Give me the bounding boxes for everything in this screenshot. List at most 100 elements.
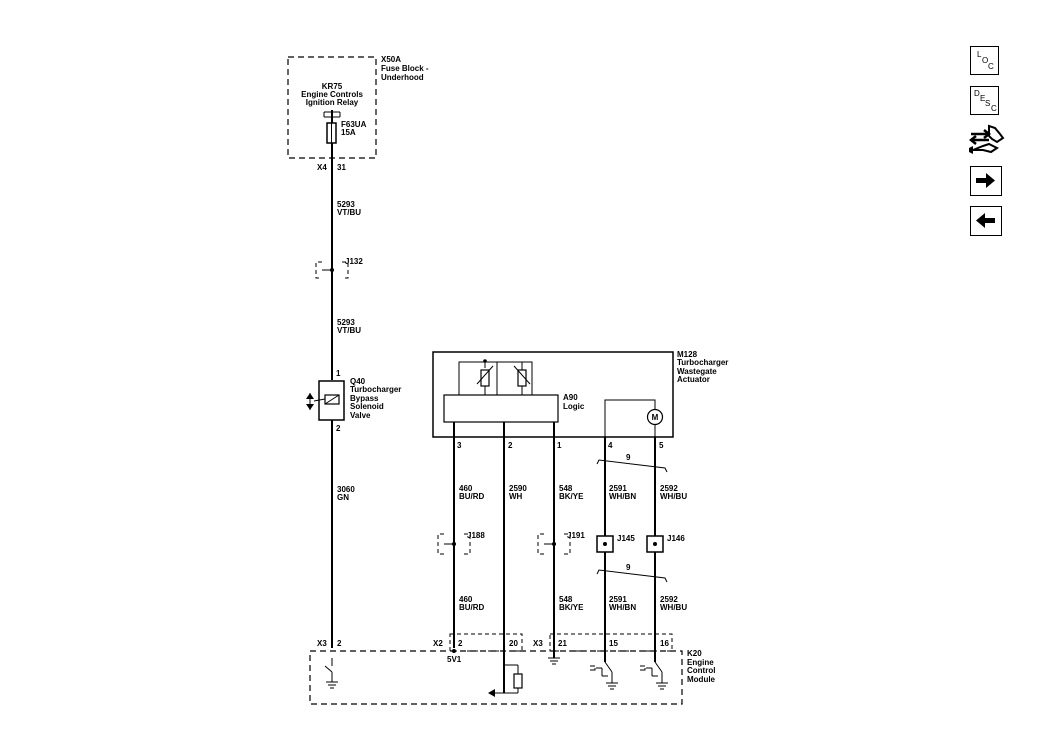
- desc-letter-c: C: [991, 104, 997, 113]
- valve-line2: Bypass: [350, 394, 379, 403]
- ecm-bypass-switch-icon: [324, 658, 338, 689]
- actuator-line3: Actuator: [677, 375, 710, 384]
- wire-bottom-1-color: BU/RD: [459, 603, 485, 612]
- logic-name: Logic: [563, 402, 585, 411]
- fuse-block-id: X50A: [381, 55, 401, 64]
- relay-contact-icon: [323, 110, 341, 123]
- wire-bottom-1-circuit: 460: [459, 595, 473, 604]
- ecm-x2-conn: X2: [433, 639, 443, 648]
- wire-5293-circuit-a: 5293: [337, 200, 355, 209]
- loc-letter-c: C: [988, 62, 994, 71]
- wire-5293-color-b: VT/BU: [337, 326, 361, 335]
- ecm-x2-pin-a: 2: [458, 639, 463, 648]
- ecm-line3: Module: [687, 675, 716, 684]
- ecm-x2-pin-b: 20: [509, 639, 518, 648]
- ecm-line2: Control: [687, 666, 715, 675]
- actuator-id: M128: [677, 350, 698, 359]
- splice-j132-label: J132: [345, 257, 363, 266]
- ecm-x3b-pin-c: 16: [660, 639, 669, 648]
- splice-j191-icon: [537, 533, 571, 555]
- back-button[interactable]: [970, 206, 1002, 236]
- splice-j132-icon: [315, 258, 349, 282]
- ecm-x3a-conn: X3: [317, 639, 327, 648]
- wire-top-3-color: BK/YE: [559, 492, 584, 501]
- valve-line3: Solenoid: [350, 402, 384, 411]
- actuator-line1: Turbocharger: [677, 358, 728, 367]
- ecm-5v-ref: 5V1: [447, 655, 462, 664]
- desc-letter-e: E: [980, 94, 986, 103]
- connector-wrench-icon: [968, 124, 1005, 154]
- position-sensor-icon: [458, 359, 533, 395]
- valve-id: Q40: [350, 377, 366, 386]
- wire-top-5-circuit: 2592: [660, 484, 678, 493]
- wire-top-3-circuit: 548: [559, 484, 573, 493]
- wire-3060-circuit: 3060: [337, 485, 355, 494]
- arrow-right-icon: [976, 173, 995, 188]
- desc-button[interactable]: D E S C: [970, 86, 999, 115]
- loc-button[interactable]: L O C: [970, 46, 999, 75]
- splice-j146-icon: [646, 535, 664, 553]
- logic-box: [443, 394, 559, 423]
- wire-bottom-4-circuit: 2592: [660, 595, 678, 604]
- desc-letter-s: S: [985, 99, 991, 108]
- fuse-conn-id: X4: [317, 163, 327, 172]
- desc-letter-d: D: [974, 89, 980, 98]
- splice-j188-icon: [437, 533, 471, 555]
- relay-id: KR75: [322, 82, 343, 91]
- fuse-block-name-2: Underhood: [381, 73, 424, 82]
- loc-letter-o: O: [982, 56, 989, 65]
- motor-label: M: [652, 413, 659, 422]
- ecm-x2-connector: [449, 633, 523, 652]
- twisted-pair-bottom-icon: [596, 569, 668, 583]
- ecm-x3b-conn: X3: [533, 639, 543, 648]
- valve-pin-top: 1: [336, 369, 341, 378]
- actuator-pin-4: 4: [608, 441, 613, 450]
- wire-top-5-color: WH/BU: [660, 492, 687, 501]
- ecm-ground-icon: [548, 657, 560, 665]
- wire-top-2-color: WH: [509, 492, 523, 501]
- fuse-block-name-1: Fuse Block -: [381, 64, 429, 73]
- ecm-5v-ref-icon: [452, 649, 456, 653]
- ecm-motor-driver-a-icon: [590, 661, 618, 690]
- ecm-x3b-pin-b: 15: [609, 639, 618, 648]
- twisted-pair-top-icon: [596, 459, 668, 473]
- ecm-x3a-pin: 2: [337, 639, 342, 648]
- actuator-pin-2: 2: [508, 441, 513, 450]
- actuator-pin-3: 1: [557, 441, 562, 450]
- wire-5293-color-a: VT/BU: [337, 208, 361, 217]
- wire-top-1-color: BU/RD: [459, 492, 485, 501]
- wire-bottom-2-color: BK/YE: [559, 603, 584, 612]
- ecm-outline: [309, 650, 683, 705]
- next-button[interactable]: [970, 166, 1002, 196]
- wire-bottom-4-color: WH/BU: [660, 603, 687, 612]
- splice-j146-label: J146: [667, 534, 685, 543]
- splice-j188-label: J188: [467, 531, 485, 540]
- ecm-signal-input-icon: [488, 664, 523, 697]
- ecm-line1: Engine: [687, 658, 714, 667]
- wire-5293-circuit-b: 5293: [337, 318, 355, 327]
- splice-j145-icon: [596, 535, 614, 553]
- fuse-rating: 15A: [341, 128, 356, 137]
- valve-line1: Turbocharger: [350, 385, 401, 394]
- actuator-pin-1: 3: [457, 441, 462, 450]
- ecm-x3b-pin-a: 21: [558, 639, 567, 648]
- valve-line4: Valve: [350, 411, 371, 420]
- relay-name-1: Engine Controls: [301, 90, 363, 99]
- connector-view-button[interactable]: [967, 124, 1005, 156]
- wire-3060-color: GN: [337, 493, 349, 502]
- splice-j191-label: J191: [567, 531, 585, 540]
- wire-bottom-2-circuit: 548: [559, 595, 573, 604]
- wire-bottom-3-circuit: 2591: [609, 595, 627, 604]
- wire-top-4-color: WH/BN: [609, 492, 636, 501]
- ecm-motor-driver-b-icon: [640, 661, 668, 690]
- actuator-line2: Wastegate: [677, 367, 717, 376]
- wire-top-2-circuit: 2590: [509, 484, 527, 493]
- fuse-conn-pin: 31: [337, 163, 346, 172]
- twist-count-top: 9: [626, 453, 631, 462]
- valve-pin-bottom: 2: [336, 424, 341, 433]
- arrow-left-icon: [976, 213, 995, 228]
- solenoid-valve-icon: [318, 380, 345, 421]
- loc-letter-l: L: [977, 50, 982, 59]
- fuse-id: F63UA: [341, 120, 367, 129]
